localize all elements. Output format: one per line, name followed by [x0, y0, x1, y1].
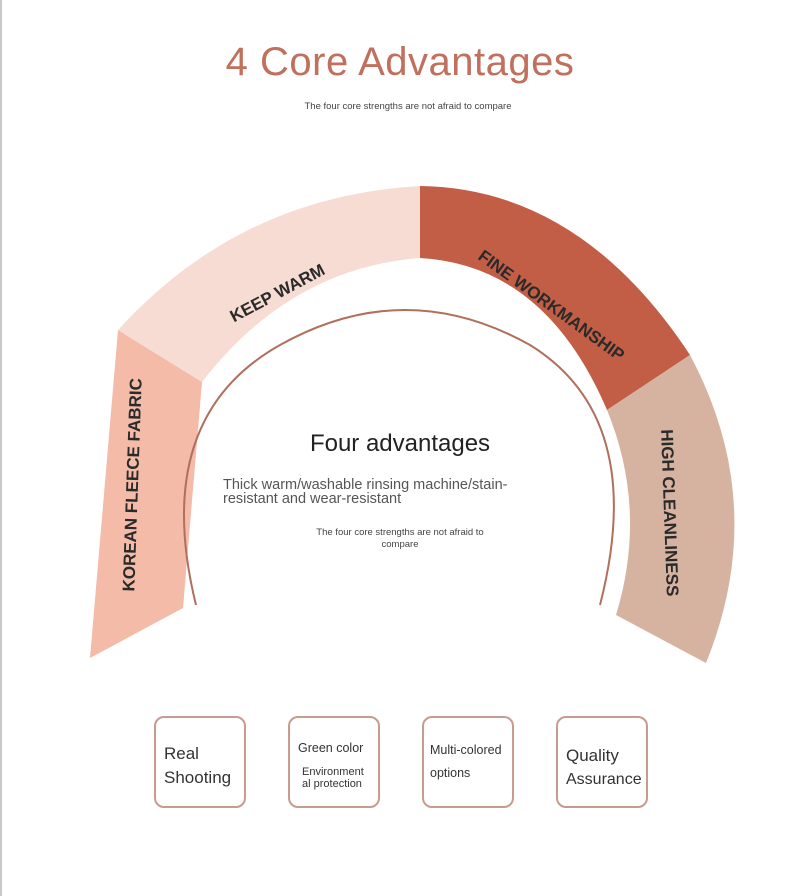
feature-line: Environment al protection: [302, 766, 364, 790]
feature-box-green-color: Green color Environment al protection: [288, 716, 380, 808]
page-subtitle: The four core strengths are not afraid t…: [304, 101, 512, 112]
feature-line: Real: [164, 744, 199, 763]
feature-line: Multi-colored: [430, 743, 502, 757]
feature-line: Shooting: [164, 768, 232, 787]
advantages-arc: KOREAN FLEECE FABRIC KEEP WARM FINE WORK…: [90, 186, 735, 663]
feature-box-multi-colored: Multi-colored options: [422, 716, 514, 808]
center-title: Four advantages: [309, 430, 491, 457]
segment-korean-fleece-fabric: [90, 330, 202, 658]
segment-fine-workmanship: [420, 186, 690, 410]
page-title: 4 Core Advantages: [225, 40, 575, 84]
left-edge-line: [0, 0, 2, 896]
feature-line: Quality: [566, 746, 619, 765]
feature-line: Green color: [298, 741, 364, 755]
inner-ring: [183, 309, 615, 606]
feature-line: options: [430, 766, 471, 780]
center-subtitle: The four core strengths are not afraid t…: [316, 527, 484, 550]
segment-keep-warm: [118, 186, 420, 382]
segment-high-cleanliness: [607, 355, 735, 663]
center-description: Thick warm/washable rinsing machine/stai…: [223, 477, 508, 507]
feature-line: Assurance: [566, 771, 642, 788]
feature-box-real-shooting: Real Shooting: [154, 716, 246, 808]
feature-box-quality-assurance: Quality Assurance: [556, 716, 648, 808]
